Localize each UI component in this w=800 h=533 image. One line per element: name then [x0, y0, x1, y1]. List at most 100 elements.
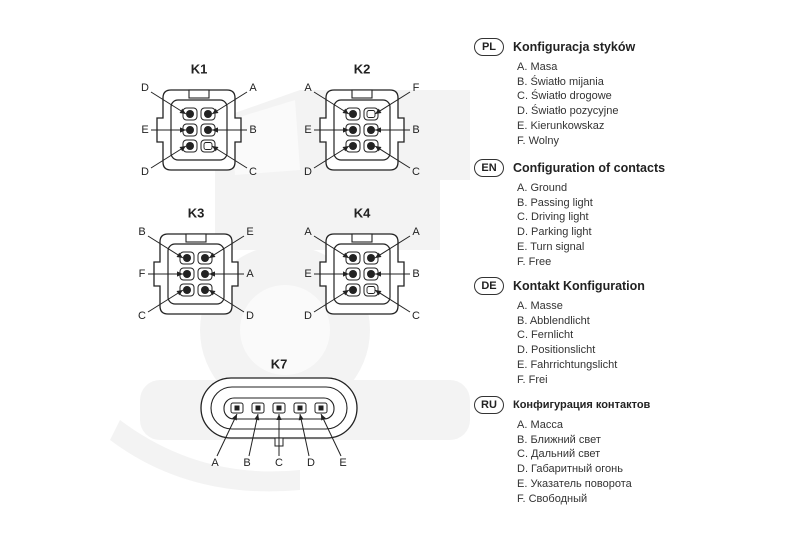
legend-item: D. Positionslicht [517, 344, 596, 357]
pin-contact [349, 270, 357, 278]
connector-label: K3 [188, 205, 205, 220]
pin-label: D [304, 310, 312, 322]
language-badge: RU [474, 396, 504, 414]
pin-contact [234, 405, 240, 411]
pin-label: E [246, 226, 253, 238]
language-badge: PL [474, 38, 504, 56]
pin-contact [183, 270, 191, 278]
locking-tab [185, 233, 207, 243]
legend-item: B. Abblendlicht [517, 314, 590, 327]
pin-contact [367, 126, 375, 134]
arrow-head [177, 271, 183, 277]
arrow-head [212, 127, 218, 133]
legend-item: C. Światło drogowe [517, 90, 612, 103]
pin-leader-line [211, 91, 248, 115]
legend-item: B. Światło mijania [517, 75, 604, 88]
pin-leader-line [320, 413, 342, 457]
pin-label: A [304, 226, 312, 238]
legend-item: B. Ближний свет [517, 433, 601, 446]
pin-label: D [141, 82, 149, 94]
connector-label: K7 [271, 356, 288, 371]
pin-label: B [243, 457, 250, 469]
legend-item: F. Wolny [517, 134, 559, 147]
legend-item: D. Światło pozycyjne [517, 105, 619, 118]
pin-contact [349, 254, 357, 262]
pin-label: E [304, 268, 311, 280]
pin-label: A [211, 457, 219, 469]
locking-tab [351, 233, 373, 243]
arrow-head [343, 127, 349, 133]
arrow-head [321, 414, 326, 421]
legend-list: A. Masse B. Abblendlicht C. Fernlicht D.… [517, 299, 794, 387]
pin-contact [349, 142, 357, 150]
pin-contact [201, 254, 209, 262]
arrow-head [176, 252, 183, 258]
legend-item: F. Frei [517, 373, 548, 386]
pin-label: C [249, 166, 257, 178]
legend-list: A. Ground B. Passing light C. Driving li… [517, 181, 794, 269]
legend-ru: RU Конфигурация контактов A. Масса B. Бл… [474, 395, 794, 506]
legend-en: EN Configuration of contacts A. Ground B… [474, 158, 794, 269]
arrow-head [176, 290, 183, 296]
pin-contact [349, 286, 357, 294]
arrow-head [342, 146, 349, 152]
pin-contact [276, 405, 282, 411]
pin-contact [349, 126, 357, 134]
legend-item: E. Kierunkowskaz [517, 119, 605, 132]
arrow-head [298, 414, 304, 421]
pin-label: B [412, 268, 419, 280]
pin-contact [367, 142, 375, 150]
pin-leader-line [299, 413, 310, 457]
pin-contact [201, 270, 209, 278]
pin-label: D [304, 166, 312, 178]
legend-item: F. Free [517, 255, 552, 268]
arrow-head [212, 108, 219, 114]
pin-contact [349, 110, 357, 118]
pin-contact [297, 405, 303, 411]
pin-leader-line [374, 289, 411, 313]
legend-item: E. Turn signal [517, 240, 585, 253]
pin-label: E [141, 124, 148, 136]
arrow-head [375, 290, 382, 296]
legend-list: A. Masa B. Światło mijania C. Światło dr… [517, 60, 794, 148]
locking-tab [188, 89, 210, 99]
pin-label: B [249, 124, 256, 136]
arrow-head [375, 108, 382, 114]
arrow-head [276, 414, 282, 420]
pin-leader-line [374, 91, 411, 115]
pin-label: C [412, 310, 420, 322]
language-badge: DE [474, 277, 504, 295]
pin-empty [366, 286, 376, 294]
pin-label: B [138, 226, 145, 238]
pin-leader-line [150, 91, 187, 115]
pin-contact [183, 286, 191, 294]
pin-label: F [413, 82, 420, 94]
pin-leader-line [216, 413, 238, 457]
pin-label: B [412, 124, 419, 136]
legend-item: D. Габаритный огонь [517, 463, 623, 476]
pin-label: F [139, 268, 146, 280]
arrow-head [375, 271, 381, 277]
pin-contact [204, 110, 212, 118]
arrow-head [209, 271, 215, 277]
pin-contact [183, 254, 191, 262]
pin-empty [203, 142, 213, 150]
pin-contact [367, 254, 375, 262]
pin-contact [186, 110, 194, 118]
connector-label: K2 [354, 61, 371, 76]
pin-leader-line [147, 289, 184, 313]
pin-label: C [275, 457, 283, 469]
arrow-head [342, 290, 349, 296]
pin-contact [255, 405, 261, 411]
legend-title: Конфигурация контактов [513, 399, 651, 411]
legend-item: C. Driving light [517, 211, 589, 224]
language-badge: EN [474, 159, 504, 177]
pin-label: A [412, 226, 420, 238]
pin-leader-line [211, 145, 248, 169]
pin-empty [366, 110, 376, 118]
